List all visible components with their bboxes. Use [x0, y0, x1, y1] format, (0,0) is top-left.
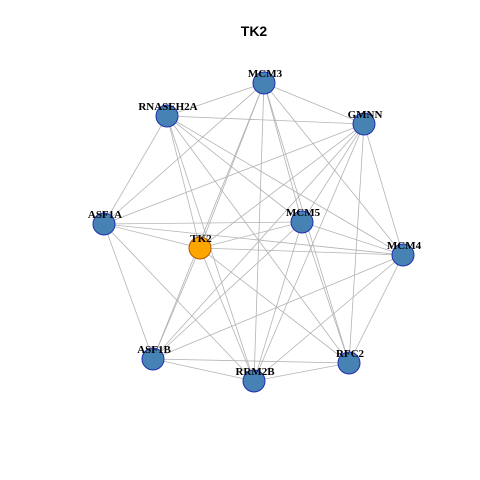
edge-mcm3-mcm5 — [263, 82, 303, 223]
node-mcm5[interactable] — [290, 210, 314, 234]
edge-gmnn-rrm2b — [253, 123, 365, 382]
node-label-mcm4: MCM4 — [387, 240, 422, 252]
edge-gmnn-rfc2 — [348, 123, 365, 364]
edge-mcm5-rrm2b — [253, 221, 303, 382]
node-layer — [92, 71, 415, 393]
edge-tk2-rrm2b — [199, 247, 255, 382]
node-label-asf1a: ASF1A — [88, 209, 122, 221]
node-asf1b[interactable] — [141, 347, 165, 371]
node-label-rfc2: RFC2 — [336, 348, 365, 360]
edge-mcm3-asf1b — [152, 82, 265, 360]
node-label-tk2: TK2 — [190, 233, 212, 245]
node-label-rrm2b: RRM2B — [235, 366, 275, 378]
diagram-title: TK2 — [241, 23, 268, 39]
edge-mcm5-mcm4 — [301, 221, 404, 256]
edge-gmnn-asf1a — [103, 123, 365, 225]
node-rrm2b[interactable] — [242, 369, 266, 393]
edge-gmnn-mcm4 — [363, 123, 404, 256]
node-tk2[interactable] — [188, 236, 212, 260]
edge-mcm4-rfc2 — [348, 254, 404, 364]
node-mcm3[interactable] — [252, 71, 276, 95]
edge-gmnn-tk2 — [199, 123, 365, 249]
edge-rnaseh2a-tk2 — [166, 115, 201, 249]
node-rfc2[interactable] — [337, 351, 361, 375]
node-label-asf1b: ASF1B — [137, 344, 171, 356]
edge-mcm5-tk2 — [199, 221, 303, 249]
edge-asf1b-rrm2b — [152, 358, 255, 382]
edge-asf1a-asf1b — [103, 223, 154, 360]
edge-rnaseh2a-gmnn — [166, 115, 365, 125]
edge-rnaseh2a-rfc2 — [166, 115, 350, 364]
edge-mcm3-rnaseh2a — [166, 82, 265, 117]
node-rnaseh2a[interactable] — [155, 104, 179, 128]
edge-asf1a-tk2 — [103, 223, 201, 249]
edge-mcm3-gmnn — [263, 82, 365, 125]
edge-tk2-mcm4 — [199, 247, 404, 256]
edge-asf1a-mcm5 — [103, 221, 303, 225]
node-label-mcm5: MCM5 — [286, 207, 321, 219]
edge-rfc2-rrm2b — [253, 362, 350, 382]
edge-mcm3-mcm4 — [263, 82, 404, 256]
node-mcm4[interactable] — [391, 243, 415, 267]
node-label-mcm3: MCM3 — [248, 68, 283, 80]
edge-mcm4-asf1b — [152, 254, 404, 360]
edge-mcm5-asf1b — [152, 221, 303, 360]
edge-tk2-asf1b — [152, 247, 201, 360]
edge-mcm3-asf1a — [103, 82, 265, 225]
edge-gmnn-asf1b — [152, 123, 365, 360]
edge-rnaseh2a-asf1a — [103, 115, 168, 225]
node-label-gmnn: GMNN — [348, 109, 383, 121]
edge-tk2-rfc2 — [199, 247, 350, 364]
edge-rnaseh2a-mcm4 — [166, 115, 404, 256]
edge-gmnn-mcm5 — [301, 123, 365, 223]
edge-mcm3-rrm2b — [253, 82, 265, 382]
edge-mcm5-rfc2 — [301, 221, 350, 364]
edge-asf1b-rfc2 — [152, 358, 350, 364]
edge-layer — [103, 82, 404, 382]
node-label-rnaseh2a: RNASEH2A — [138, 101, 197, 113]
node-asf1a[interactable] — [92, 212, 116, 236]
edge-rnaseh2a-mcm5 — [166, 115, 303, 223]
node-gmnn[interactable] — [352, 112, 376, 136]
edge-mcm4-rrm2b — [253, 254, 404, 382]
edge-asf1a-rrm2b — [103, 223, 255, 382]
edge-asf1a-mcm4 — [103, 223, 404, 256]
